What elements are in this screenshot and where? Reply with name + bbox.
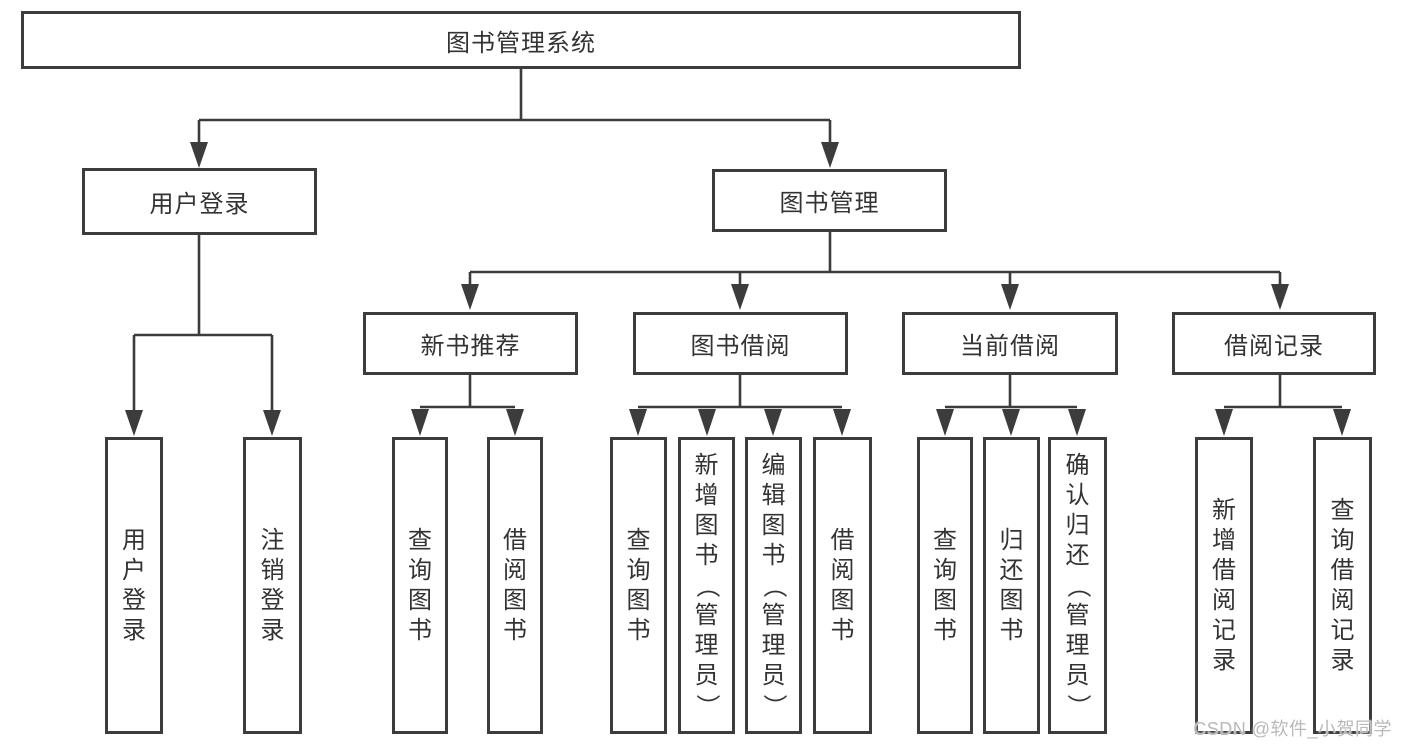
leaf-query-borrow-record: 查询借阅记录 (1313, 437, 1372, 734)
leaf-query-books-recommend: 查询图书 (392, 437, 448, 734)
leaf-query-books-borrow: 查询图书 (610, 437, 667, 734)
node-new-book-recommend: 新书推荐 (363, 312, 578, 375)
watermark: CSDN @软件_小贺同学 (1193, 719, 1392, 739)
leaf-logout: 注销登录 (243, 437, 302, 734)
leaf-user-login: 用户登录 (105, 437, 163, 734)
node-borrowing-records: 借阅记录 (1172, 312, 1376, 375)
leaf-query-books-current: 查询图书 (917, 437, 973, 734)
leaf-return-books: 归还图书 (983, 437, 1040, 734)
leaf-add-books-admin: 新增图书（管理员） (678, 437, 735, 734)
node-user-login: 用户登录 (82, 168, 317, 235)
leaf-add-borrow-record: 新增借阅记录 (1195, 437, 1253, 734)
leaf-edit-books-admin: 编辑图书（管理员） (745, 437, 802, 734)
node-current-borrowing: 当前借阅 (902, 312, 1118, 375)
leaf-confirm-return-admin: 确认归还（管理员） (1048, 437, 1107, 734)
leaf-borrow-books: 借阅图书 (813, 437, 872, 734)
node-book-management: 图书管理 (712, 169, 947, 232)
node-book-borrowing: 图书借阅 (633, 312, 848, 375)
node-root-system: 图书管理系统 (21, 11, 1021, 69)
leaf-borrow-books-recommend: 借阅图书 (487, 437, 543, 734)
